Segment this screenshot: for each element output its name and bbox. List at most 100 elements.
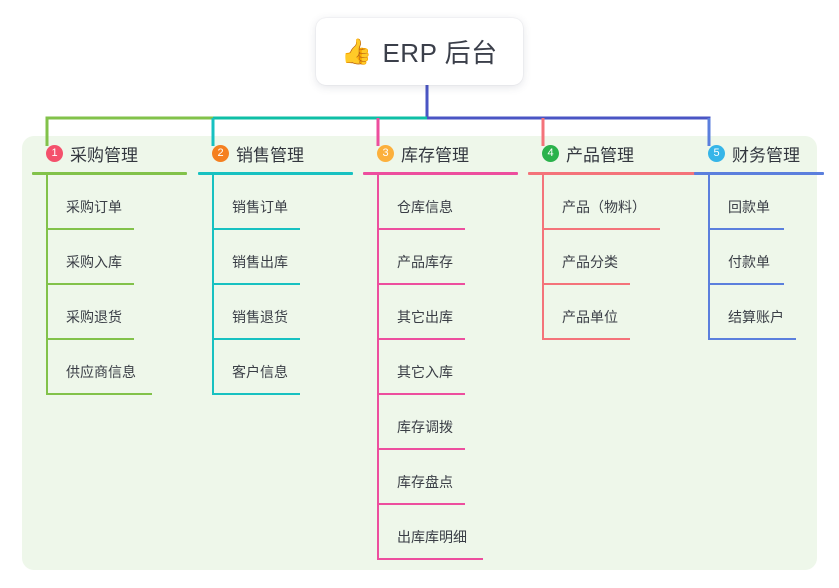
column-items: 销售订单销售出库销售退货客户信息: [198, 175, 353, 395]
column-header-5[interactable]: 5 财务管理: [694, 140, 824, 166]
column-divider: [694, 172, 824, 175]
column-spine: [542, 175, 544, 340]
column-header-2[interactable]: 2 销售管理: [198, 140, 353, 166]
column-items: 仓库信息产品库存其它出库其它入库库存调拨库存盘点出库库明细: [363, 175, 518, 560]
column-items: 回款单付款单结算账户: [694, 175, 824, 340]
list-item-label: 回款单: [728, 199, 770, 215]
list-item[interactable]: 库存盘点: [363, 450, 518, 505]
list-item-label: 产品库存: [397, 254, 453, 270]
column-divider: [198, 172, 353, 175]
list-item-underline: [377, 558, 483, 560]
list-item-label: 其它入库: [397, 364, 453, 380]
list-item-label: 其它出库: [397, 309, 453, 325]
column-spine: [708, 175, 710, 340]
column-header-3[interactable]: 3 库存管理: [363, 140, 518, 166]
list-item-underline: [377, 448, 465, 450]
column-items: 采购订单采购入库采购退货供应商信息: [32, 175, 187, 395]
list-item-underline: [542, 283, 630, 285]
list-item-label: 库存盘点: [397, 474, 453, 490]
list-item[interactable]: 销售订单: [198, 175, 353, 230]
column-number-badge: 5: [708, 144, 725, 162]
list-item[interactable]: 采购订单: [32, 175, 187, 230]
list-item[interactable]: 其它出库: [363, 285, 518, 340]
column-divider: [528, 172, 698, 175]
list-item-label: 采购退货: [66, 309, 122, 325]
list-item-underline: [46, 228, 134, 230]
column-title: 财务管理: [732, 145, 800, 165]
list-item-underline: [212, 228, 300, 230]
list-item-label: 产品单位: [562, 309, 618, 325]
list-item[interactable]: 销售出库: [198, 230, 353, 285]
column-title: 销售管理: [236, 145, 304, 165]
list-item[interactable]: 销售退货: [198, 285, 353, 340]
list-item-label: 结算账户: [728, 309, 784, 325]
diagram-background-panel: [22, 136, 817, 570]
list-item-underline: [212, 283, 300, 285]
column-title: 采购管理: [70, 145, 138, 165]
column-number-badge: 2: [212, 144, 229, 162]
list-item-label: 仓库信息: [397, 199, 453, 215]
list-item-label: 出库库明细: [397, 529, 467, 545]
list-item[interactable]: 产品（物料）: [528, 175, 698, 230]
list-item-underline: [377, 338, 465, 340]
list-item-underline: [542, 338, 630, 340]
list-item[interactable]: 采购入库: [32, 230, 187, 285]
column-title: 库存管理: [401, 145, 469, 165]
list-item-label: 库存调拨: [397, 419, 453, 435]
column-number-badge: 1: [46, 144, 63, 162]
list-item[interactable]: 出库库明细: [363, 505, 518, 560]
thumbs-up-icon: 👍: [341, 38, 373, 66]
list-item-label: 供应商信息: [66, 364, 136, 380]
list-item[interactable]: 产品单位: [528, 285, 698, 340]
column-spine: [377, 175, 379, 560]
column-divider: [363, 172, 518, 175]
list-item-underline: [377, 283, 465, 285]
list-item-underline: [708, 283, 784, 285]
list-item-underline: [377, 393, 465, 395]
column-number-badge: 4: [542, 144, 559, 162]
list-item[interactable]: 其它入库: [363, 340, 518, 395]
list-item[interactable]: 产品库存: [363, 230, 518, 285]
list-item-underline: [212, 338, 300, 340]
list-item[interactable]: 产品分类: [528, 230, 698, 285]
root-node[interactable]: 👍 ERP 后台: [316, 18, 523, 85]
list-item-underline: [46, 338, 134, 340]
column-number-badge: 3: [377, 144, 394, 162]
list-item-underline: [46, 283, 134, 285]
list-item-label: 销售订单: [232, 199, 288, 215]
list-item-underline: [212, 393, 300, 395]
list-item[interactable]: 仓库信息: [363, 175, 518, 230]
list-item[interactable]: 结算账户: [694, 285, 824, 340]
list-item-label: 采购订单: [66, 199, 122, 215]
list-item-label: 付款单: [728, 254, 770, 270]
column-5: 5 财务管理回款单付款单结算账户: [694, 140, 824, 340]
column-3: 3 库存管理仓库信息产品库存其它出库其它入库库存调拨库存盘点出库库明细: [363, 140, 518, 560]
list-item-underline: [542, 228, 660, 230]
column-spine: [46, 175, 48, 395]
list-item[interactable]: 库存调拨: [363, 395, 518, 450]
list-item[interactable]: 供应商信息: [32, 340, 187, 395]
column-1: 1 采购管理采购订单采购入库采购退货供应商信息: [32, 140, 187, 395]
root-node-title: ERP 后台: [382, 38, 498, 68]
list-item-label: 产品（物料）: [562, 199, 646, 215]
list-item[interactable]: 客户信息: [198, 340, 353, 395]
column-2: 2 销售管理销售订单销售出库销售退货客户信息: [198, 140, 353, 395]
list-item-underline: [708, 228, 784, 230]
list-item-underline: [708, 338, 796, 340]
column-header-1[interactable]: 1 采购管理: [32, 140, 187, 166]
list-item-underline: [377, 503, 465, 505]
list-item-label: 销售出库: [232, 254, 288, 270]
list-item[interactable]: 付款单: [694, 230, 824, 285]
list-item[interactable]: 采购退货: [32, 285, 187, 340]
list-item[interactable]: 回款单: [694, 175, 824, 230]
column-spine: [212, 175, 214, 395]
list-item-label: 销售退货: [232, 309, 288, 325]
list-item-label: 产品分类: [562, 254, 618, 270]
column-items: 产品（物料） 产品分类产品单位: [528, 175, 698, 340]
column-divider: [32, 172, 187, 175]
list-item-label: 客户信息: [232, 364, 288, 380]
list-item-underline: [46, 393, 152, 395]
